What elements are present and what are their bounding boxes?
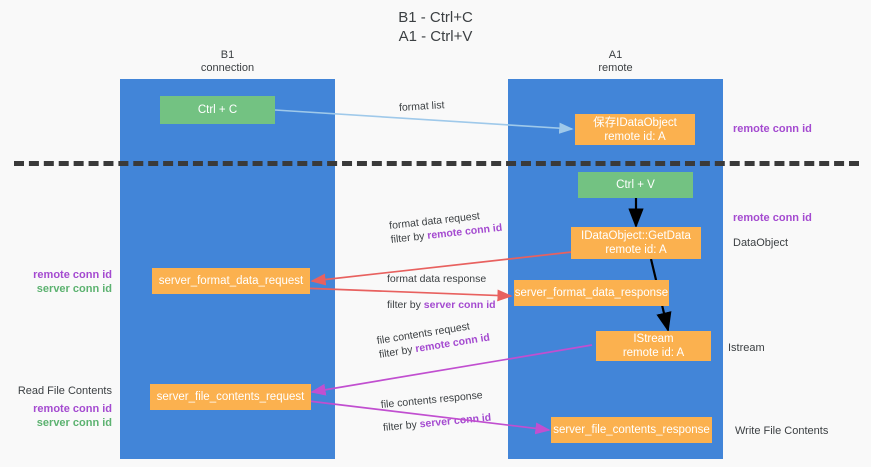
label-left-server-conn-id: server conn id — [36, 283, 112, 295]
box-istream[interactable]: IStream remote id: A — [596, 331, 711, 361]
label-left-read-file-contents: Read File Contents — [0, 384, 112, 398]
column-header-b1: B1 connection — [120, 49, 335, 75]
caption-format-data-response-l2: filter by server conn id — [387, 298, 496, 312]
label-remote-conn-id-mid-text: remote conn id — [733, 212, 812, 224]
caption-file-contents-request: file contents request filter by remote c… — [376, 317, 491, 362]
caption-format-list-text: format list — [398, 99, 445, 114]
label-istream: Istream — [728, 341, 765, 355]
label-dataobject-text: DataObject — [733, 237, 789, 249]
label-left-server-conn-id-2: server conn id — [36, 417, 112, 429]
box-save-idataobject-remoteid: remote id: A — [604, 130, 666, 143]
box-istream-remoteid: remote id: A — [622, 347, 685, 359]
box-save-idataobject[interactable]: 保存IDataObject remote id: A — [575, 114, 695, 145]
caption-format-data-response: format data response filter by server co… — [387, 272, 496, 312]
label-istream-text: Istream — [728, 342, 765, 354]
box-server-format-data-response[interactable]: server_format_data_response — [514, 280, 669, 306]
caption-file-res-key: server conn id — [419, 411, 492, 431]
box-ctrl-v-label: Ctrl + V — [616, 179, 655, 191]
title-line-1: B1 - Ctrl+C — [398, 9, 473, 26]
box-server-format-data-request[interactable]: server_format_data_request — [152, 268, 310, 294]
column-a1-name: A1 — [608, 49, 623, 61]
label-left-conn-ids-middle: remote conn id server conn id — [0, 268, 112, 296]
caption-fmt-res-key: server conn id — [423, 299, 496, 311]
section-divider — [14, 161, 859, 166]
box-istream-label: IStream — [633, 333, 674, 345]
label-dataobject: DataObject — [733, 236, 788, 250]
caption-format-list: format list — [399, 98, 445, 115]
box-server-file-contents-request[interactable]: server_file_contents_request — [150, 384, 311, 410]
label-remote-conn-id-top-text: remote conn id — [733, 123, 812, 135]
box-server-file-contents-request-label: server_file_contents_request — [156, 391, 305, 403]
title-line-2: A1 - Ctrl+V — [398, 28, 473, 45]
caption-format-data-response-l1: format data response — [387, 273, 487, 285]
box-ctrl-c-label: Ctrl + C — [197, 104, 238, 116]
box-getdata-label: IDataObject::GetData — [581, 230, 691, 242]
label-remote-conn-id-mid: remote conn id — [733, 211, 812, 225]
caption-format-data-request: format data request filter by remote con… — [388, 207, 503, 247]
caption-fmt-req-prefix: filter by — [390, 229, 428, 246]
box-ctrl-c[interactable]: Ctrl + C — [160, 96, 275, 124]
box-server-format-data-request-label: server_format_data_request — [158, 275, 304, 287]
label-write-file-contents-text: Write File Contents — [735, 425, 829, 437]
caption-file-res-prefix: filter by — [382, 418, 421, 434]
column-b1-sub: connection — [200, 62, 255, 74]
caption-file-contents-response-l1: file contents response — [380, 389, 484, 412]
diagram-title: B1 - Ctrl+C A1 - Ctrl+V — [0, 8, 871, 46]
box-server-file-contents-response[interactable]: server_file_contents_response — [551, 417, 712, 443]
column-header-a1: A1 remote — [508, 49, 723, 75]
caption-file-contents-response: file contents response filter by server … — [380, 388, 492, 435]
label-left-conn-ids-bottom: remote conn id server conn id — [0, 402, 112, 430]
box-save-idataobject-label: 保存IDataObject — [593, 116, 677, 129]
caption-file-contents-response-l2: filter by server conn id — [382, 411, 492, 435]
label-remote-conn-id-top: remote conn id — [733, 122, 812, 136]
caption-fmt-res-prefix: filter by — [387, 299, 424, 311]
box-ctrl-v[interactable]: Ctrl + V — [578, 172, 693, 198]
box-server-format-data-response-label: server_format_data_response — [514, 287, 669, 299]
column-b1-name: B1 — [220, 49, 235, 61]
label-left-remote-conn-id-2: remote conn id — [33, 403, 112, 415]
box-server-file-contents-response-label: server_file_contents_response — [553, 424, 710, 436]
label-left-remote-conn-id: remote conn id — [33, 269, 112, 281]
label-write-file-contents: Write File Contents — [735, 424, 828, 438]
label-read-file-contents-text: Read File Contents — [17, 385, 112, 397]
box-idataobject-getdata[interactable]: IDataObject::GetData remote id: A — [571, 227, 701, 259]
column-a1-sub: remote — [598, 62, 633, 74]
box-getdata-remoteid: remote id: A — [605, 244, 667, 256]
